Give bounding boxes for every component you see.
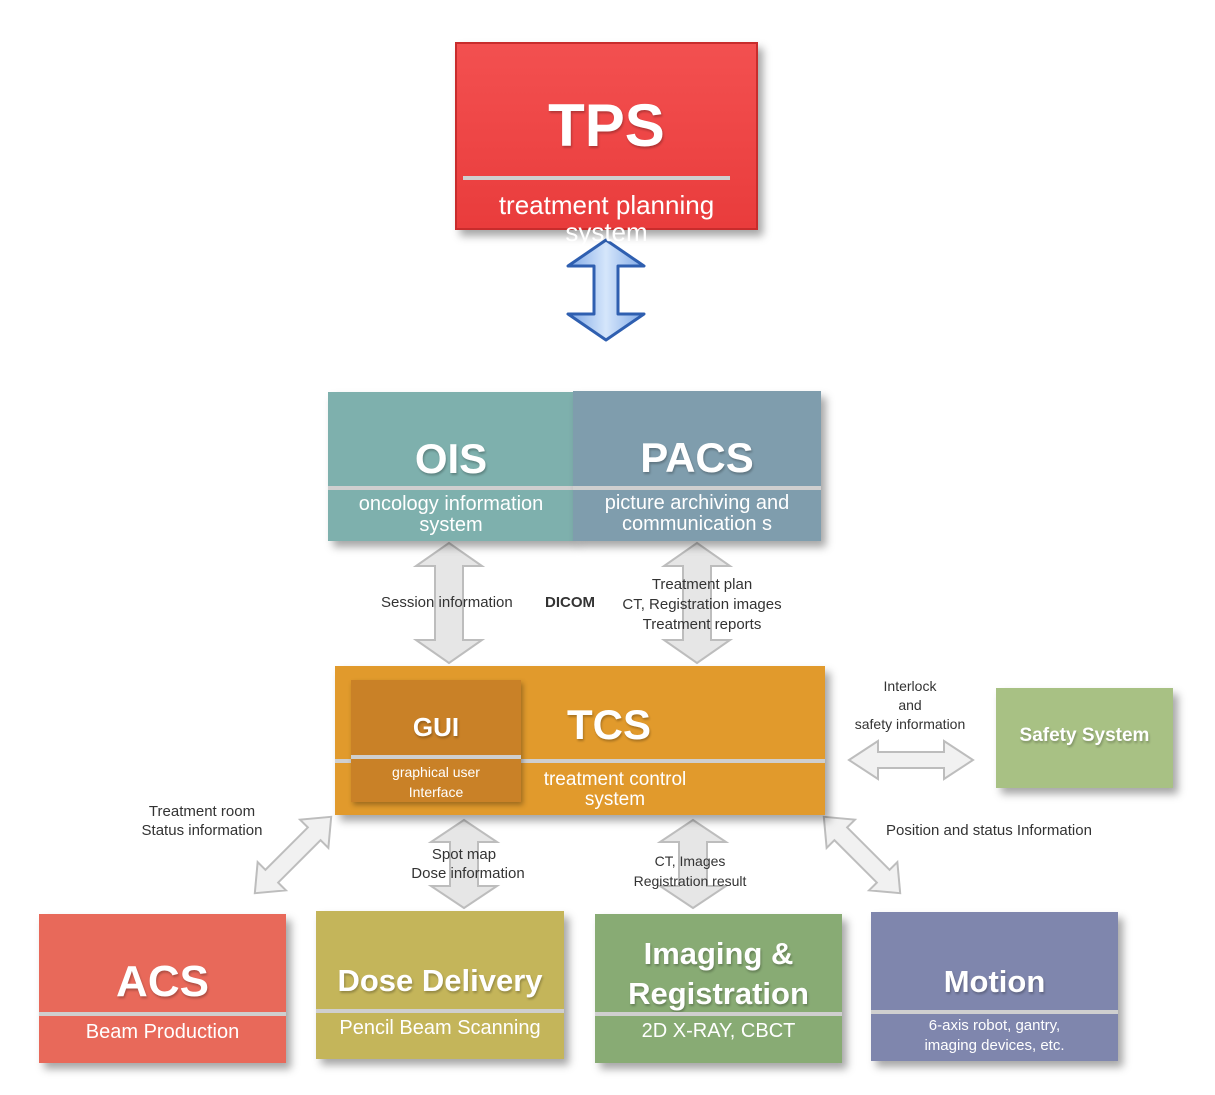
dicom-label: DICOM — [545, 594, 595, 611]
ois-box: OIS oncology information system — [328, 392, 574, 541]
safety-system-title: Safety System — [1019, 725, 1150, 746]
interlock-label-line1: Interlock — [883, 678, 937, 694]
motion-title: Motion — [943, 964, 1046, 999]
treatment-room-label-line1: Treatment room — [148, 803, 256, 820]
motion-subtitle: 6-axis robot, gantry, imaging devices, e… — [924, 1017, 1065, 1054]
tcs-box: TCS treatment control system GUI graphic… — [335, 666, 825, 815]
pacs-box: PACS picture archiving and communication… — [573, 391, 821, 541]
acs-divider — [39, 1012, 286, 1016]
ct-images-label-line1: CT, Images — [654, 853, 726, 869]
pacs-subtitle: picture archiving and communication s — [604, 492, 790, 535]
ois-divider — [328, 486, 574, 490]
tps-title: TPS — [548, 92, 665, 159]
motion-box: Motion 6-axis robot, gantry, imaging dev… — [871, 912, 1118, 1061]
safety-double-arrow-icon — [847, 739, 975, 781]
dose-delivery-divider — [316, 1009, 564, 1013]
tps-subtitle: treatment planning system — [498, 190, 715, 248]
gui-box: GUI graphical user Interface — [351, 680, 521, 802]
ois-title: OIS — [414, 435, 488, 482]
spot-map-label-line1: Spot map — [431, 846, 497, 863]
pacs-label-line2: CT, Registration images — [622, 596, 782, 613]
imaging-registration-box: Imaging & Registration 2D X-RAY, CBCT — [595, 914, 842, 1063]
gui-title: GUI — [412, 712, 460, 742]
tps-divider — [463, 176, 730, 180]
interlock-label-line3: safety information — [854, 716, 966, 732]
motion-double-arrow-icon — [822, 815, 902, 895]
pacs-divider — [573, 486, 821, 490]
tcs-title: TCS — [567, 701, 651, 748]
motion-divider — [871, 1010, 1118, 1014]
pacs-label-line3: Treatment reports — [642, 616, 762, 633]
tcs-subtitle: treatment control system — [543, 769, 687, 810]
acs-title: ACS — [116, 957, 209, 1006]
spot-map-label-line2: Dose information — [411, 865, 525, 882]
gui-divider — [351, 755, 521, 759]
dose-delivery-subtitle: Pencil Beam Scanning — [339, 1017, 541, 1039]
pacs-title: PACS — [640, 434, 754, 481]
interlock-label-line2: and — [898, 697, 922, 713]
imaging-registration-subtitle: 2D X-RAY, CBCT — [641, 1020, 796, 1042]
gui-subtitle: graphical user Interface — [392, 764, 480, 800]
acs-subtitle: Beam Production — [85, 1021, 240, 1043]
ois-subtitle: oncology information system — [358, 493, 544, 536]
safety-system-box: Safety System — [996, 688, 1173, 788]
imaging-registration-title: Imaging & Registration — [628, 936, 809, 1011]
tps-box: TPS treatment planning system — [455, 42, 758, 246]
tps-double-arrow-icon — [566, 238, 646, 342]
dose-delivery-title: Dose Delivery — [337, 963, 543, 998]
pacs-label-line1: Treatment plan — [651, 576, 753, 593]
position-status-label: Position and status Information — [886, 822, 1092, 839]
treatment-room-label-line2: Status information — [141, 822, 263, 839]
acs-box: ACS Beam Production — [39, 914, 286, 1063]
session-information-label: Session information — [381, 594, 513, 611]
tcs-divider — [335, 759, 825, 763]
ct-images-label-line2: Registration result — [633, 873, 747, 889]
dose-delivery-box: Dose Delivery Pencil Beam Scanning — [316, 911, 564, 1059]
imaging-registration-divider — [595, 1012, 842, 1016]
